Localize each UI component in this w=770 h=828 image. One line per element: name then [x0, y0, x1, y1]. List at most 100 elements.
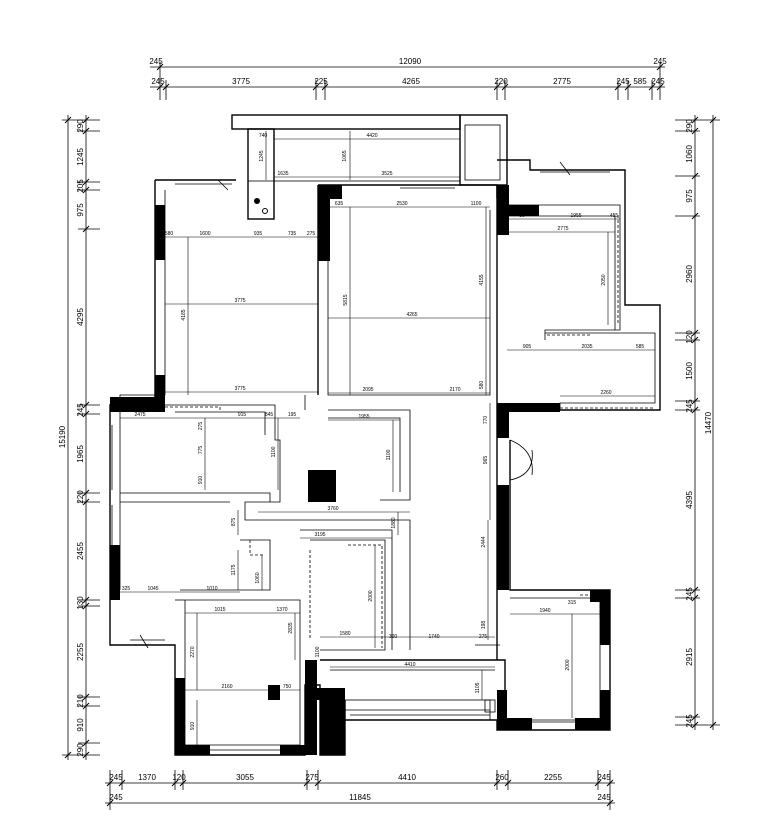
dim-ensuite-w: 1580	[339, 631, 350, 637]
dim-corr2-h: 1105	[475, 682, 481, 693]
dim-balcony-w2: 3525	[381, 171, 392, 177]
dim-bed3-h: 2000	[565, 659, 571, 670]
dim-bed1-d: 735	[288, 231, 297, 237]
top-seg-8: 245	[651, 77, 665, 86]
right-dimension-chain: 14470 290 1060 975 2960 120 1500 245 439…	[675, 115, 720, 730]
column	[155, 375, 165, 405]
dim-bed2-h: 1175	[231, 564, 237, 575]
drain-icon	[254, 198, 260, 204]
dim-bed1-c: 935	[254, 231, 263, 237]
dim-bed2-c: 1010	[206, 586, 217, 592]
top-dimension-chain: 12090 245 245 245 3775 225 4265 220 2775…	[149, 57, 667, 100]
bottom-seg-7: 2255	[544, 773, 562, 782]
dim-hall-h: 2444	[481, 536, 487, 547]
right-seg-0: 290	[685, 119, 694, 133]
left-seg-9: 130	[76, 596, 85, 610]
bottom-seg-5: 4410	[398, 773, 416, 782]
balcony-top-rail	[231, 114, 461, 130]
dim-bed1-b: 1600	[199, 231, 210, 237]
column	[320, 700, 345, 755]
dim-living-h: 5815	[343, 294, 349, 305]
left-seg-6: 1965	[76, 445, 85, 463]
dim-bath-c: 845	[265, 412, 274, 418]
dim-bath-f: 195	[288, 412, 297, 418]
dim-ensuite-b: 320	[389, 634, 398, 640]
top-seg-5: 2775	[553, 77, 571, 86]
dim-study-w: 3195	[314, 532, 325, 538]
top-seg-4: 220	[494, 77, 508, 86]
dim-bath-a: 2475	[134, 412, 145, 418]
column	[155, 205, 165, 260]
entry-door	[509, 439, 533, 481]
right-total-dim: 14470	[704, 411, 713, 434]
left-seg-11: 210	[76, 694, 85, 708]
column	[317, 688, 345, 700]
top-right-edge-dim: 245	[653, 57, 667, 66]
column	[497, 690, 507, 730]
column	[175, 678, 185, 755]
left-total-dim: 15190	[58, 425, 67, 448]
dim-kit-bot-c: 585	[636, 344, 645, 350]
shaft-box	[247, 128, 275, 220]
left-seg-12: 910	[76, 718, 85, 732]
right-seg-2: 975	[685, 189, 694, 203]
dim-living-c: 1100	[471, 201, 482, 207]
building-walls	[109, 114, 661, 756]
dim-balcony-h: 1245	[259, 150, 265, 161]
dim-ensuite-c: 1740	[428, 634, 439, 640]
left-seg-7: 220	[76, 490, 85, 504]
right-seg-6: 245	[685, 399, 694, 413]
column	[318, 185, 330, 261]
left-seg-13: 290	[76, 743, 85, 757]
column	[575, 718, 610, 730]
dim-din-side2: 965	[483, 456, 489, 465]
dim-balc2-w: 2260	[600, 390, 611, 396]
dim-living-bot-a: 2095	[362, 387, 373, 393]
dim-bed3-a: 315	[568, 600, 577, 606]
dim-kit-bot-a: 905	[523, 344, 532, 350]
dim-master-b: 750	[283, 684, 292, 690]
right-seg-5: 1500	[685, 362, 694, 380]
dim-dining-w: 1955	[358, 414, 369, 420]
dim-bed2-d: 325	[122, 586, 131, 592]
top-seg-1: 3775	[232, 77, 250, 86]
dim-study-h: 2000	[368, 590, 374, 601]
dim-bath-h3: 1100	[271, 446, 277, 457]
dim-bed3-w: 1940	[539, 608, 550, 614]
dim-kit-a: 80	[519, 213, 525, 219]
bottom-right-edge-dim: 245	[597, 793, 611, 802]
left-seg-10: 2255	[76, 643, 85, 661]
top-total-dim: 12090	[399, 57, 422, 66]
interior-dimensions: 4420 740 1245 1065 1635 3525 635 2530 11…	[120, 131, 655, 745]
column	[305, 660, 317, 755]
dim-master-w: 2160	[221, 684, 232, 690]
dim-closet-w: 1370	[276, 607, 287, 613]
right-seg-4: 120	[685, 330, 694, 344]
dashed-fixtures	[165, 215, 655, 648]
bottom-seg-3: 3055	[236, 773, 254, 782]
bottom-seg-4: 275	[305, 773, 319, 782]
column	[507, 718, 532, 730]
dim-kit-b: 1955	[570, 213, 581, 219]
dim-bed2-h2: 1060	[255, 572, 261, 583]
column	[268, 685, 280, 700]
dim-balcony-top: 4420	[366, 133, 377, 139]
bottom-seg-0: 245	[109, 773, 123, 782]
bottom-seg-1: 1370	[138, 773, 156, 782]
left-seg-5: 245	[76, 403, 85, 417]
dim-ensuite-d: 275	[479, 634, 488, 640]
column	[280, 745, 305, 755]
pipe-icon	[262, 208, 268, 214]
dim-living-w: 4265	[406, 312, 417, 318]
dim-corr2-w: 4410	[404, 662, 415, 668]
top-seg-2: 225	[314, 77, 328, 86]
structural-columns	[110, 185, 610, 755]
dim-master-h: 2270	[190, 646, 196, 657]
bottom-seg-2: 120	[172, 773, 186, 782]
dim-bath-h: 775	[198, 446, 204, 455]
dim-living-b: 2530	[396, 201, 407, 207]
right-seg-9: 2915	[685, 648, 694, 666]
column	[330, 185, 342, 199]
dim-living-bot-b: 2170	[449, 387, 460, 393]
